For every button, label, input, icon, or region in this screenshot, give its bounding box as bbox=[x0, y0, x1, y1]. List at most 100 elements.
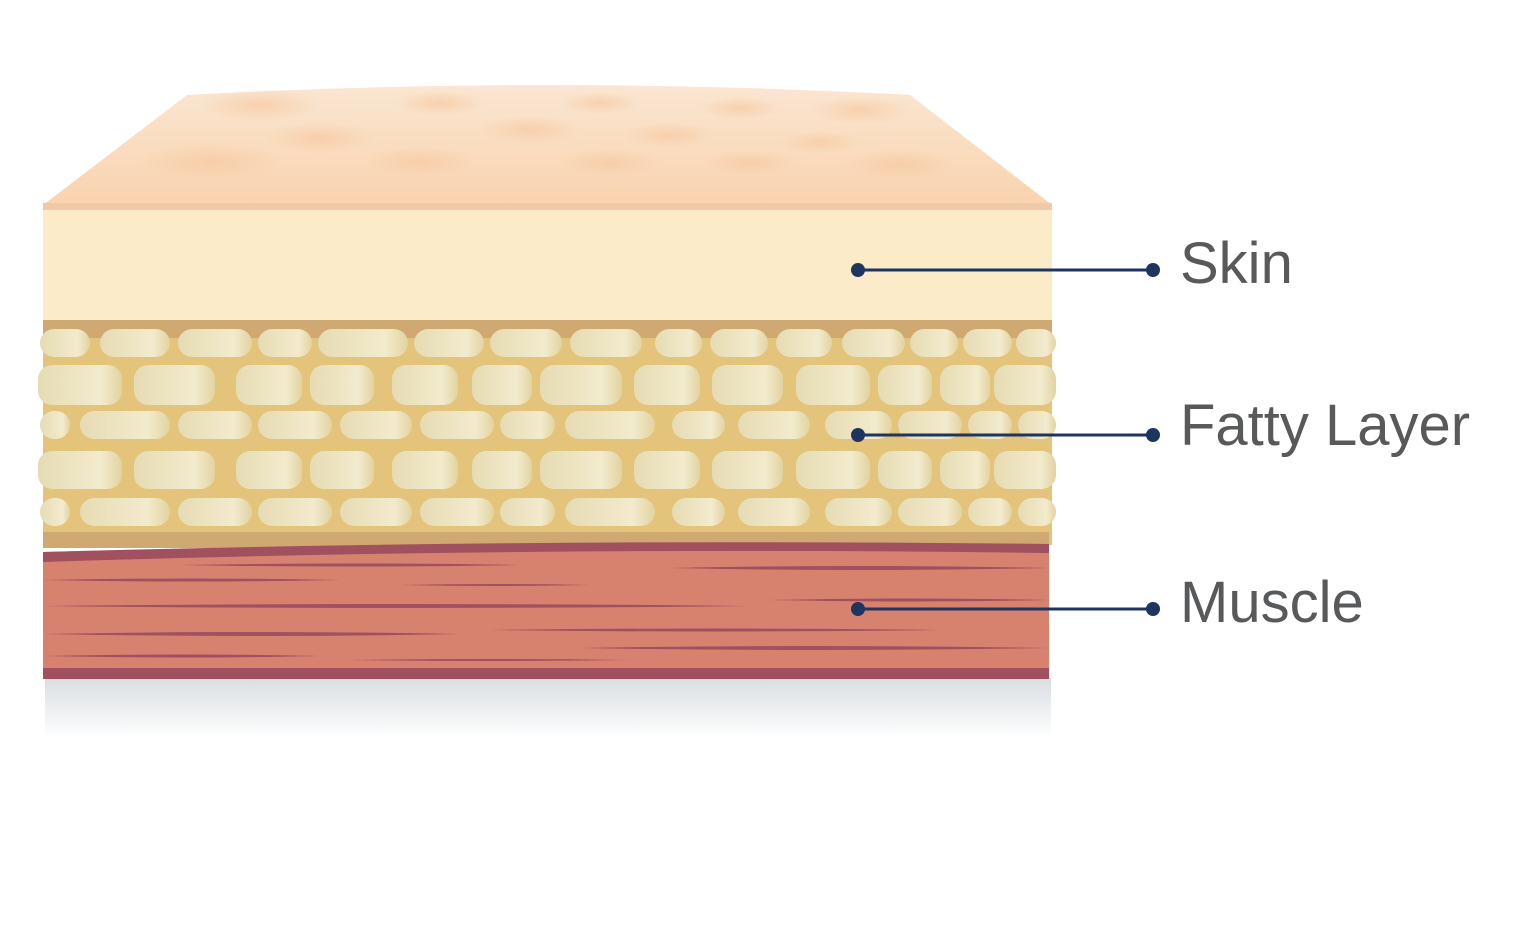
muscle-fiber bbox=[580, 646, 1049, 650]
fat-cell bbox=[40, 329, 90, 357]
fat-cell bbox=[134, 451, 215, 489]
fat-cell bbox=[236, 451, 302, 489]
fat-cell bbox=[500, 411, 555, 439]
label-muscle: Muscle bbox=[851, 570, 1364, 635]
fat-cell bbox=[80, 498, 170, 526]
skin-pore bbox=[140, 142, 280, 182]
label-fatty-layer: Fatty Layer bbox=[851, 393, 1470, 458]
fat-cell bbox=[738, 498, 810, 526]
fat-cell bbox=[672, 411, 725, 439]
fat-cells bbox=[38, 329, 1056, 526]
muscle-top-stripe bbox=[43, 542, 1049, 562]
fat-cell bbox=[710, 329, 768, 357]
fat-cell bbox=[994, 365, 1056, 405]
fat-cell bbox=[825, 411, 892, 439]
fat-cell bbox=[258, 329, 312, 357]
muscle-fibers bbox=[43, 563, 1049, 661]
fat-cell bbox=[796, 365, 870, 405]
fat-cell bbox=[80, 411, 170, 439]
fat-cell bbox=[472, 451, 532, 489]
fat-cell bbox=[310, 365, 374, 405]
fat-cell bbox=[420, 411, 494, 439]
skin-pore bbox=[560, 91, 640, 115]
fat-cell bbox=[340, 411, 412, 439]
muscle-layer bbox=[43, 544, 1049, 678]
label-text: Skin bbox=[1180, 231, 1293, 296]
skin-pore bbox=[625, 122, 715, 148]
skin-pore bbox=[810, 96, 910, 124]
fat-cell bbox=[38, 365, 122, 405]
fat-cell bbox=[634, 451, 700, 489]
fat-cell bbox=[570, 329, 642, 357]
muscle-fiber bbox=[180, 563, 520, 567]
fat-cell bbox=[236, 365, 302, 405]
fat-cell bbox=[178, 411, 252, 439]
fat-cell bbox=[565, 498, 655, 526]
fat-cell bbox=[963, 329, 1012, 357]
label-text: Muscle bbox=[1180, 570, 1364, 635]
fat-cell bbox=[655, 329, 702, 357]
fat-cell bbox=[878, 451, 932, 489]
skin-pore bbox=[480, 116, 580, 144]
skin-pores bbox=[140, 88, 955, 182]
label-text: Fatty Layer bbox=[1180, 393, 1470, 458]
muscle-fiber bbox=[43, 654, 320, 658]
muscle-fiber bbox=[350, 659, 630, 661]
leader-dot bbox=[1146, 602, 1160, 616]
fat-cell bbox=[178, 329, 252, 357]
fat-cell bbox=[472, 365, 532, 405]
fat-cell bbox=[40, 498, 70, 526]
fat-cell bbox=[310, 451, 374, 489]
muscle-fiber bbox=[43, 632, 460, 636]
fat-cell bbox=[940, 451, 990, 489]
fat-cell bbox=[258, 498, 332, 526]
fat-cell bbox=[712, 451, 783, 489]
muscle-fiber bbox=[43, 604, 750, 608]
fat-cell bbox=[540, 365, 622, 405]
muscle-fiber bbox=[670, 566, 1049, 570]
fat-cell bbox=[392, 451, 458, 489]
fat-cell bbox=[898, 498, 962, 526]
fat-cell bbox=[940, 365, 990, 405]
muscle-fiber bbox=[400, 584, 590, 586]
fat-cell bbox=[776, 329, 832, 357]
muscle-bottom-band bbox=[43, 668, 1049, 679]
fat-cell bbox=[796, 451, 870, 489]
fat-cell bbox=[738, 411, 810, 439]
fat-cell bbox=[842, 329, 905, 357]
fat-cell bbox=[414, 329, 484, 357]
fat-cell bbox=[490, 329, 562, 357]
skin-pore bbox=[395, 90, 485, 116]
fat-cell bbox=[565, 411, 655, 439]
fat-cell bbox=[634, 365, 700, 405]
label-skin: Skin bbox=[851, 231, 1293, 296]
skin-pore bbox=[265, 122, 375, 154]
leader-dot bbox=[851, 428, 865, 442]
fat-cell bbox=[968, 498, 1012, 526]
fat-cell bbox=[878, 365, 932, 405]
fat-cell bbox=[500, 498, 555, 526]
skin-layer bbox=[43, 205, 1052, 323]
fat-cell bbox=[340, 498, 412, 526]
skin-pore bbox=[200, 88, 320, 122]
fat-cell bbox=[100, 329, 170, 357]
fat-cell bbox=[178, 498, 252, 526]
fat-cell bbox=[420, 498, 494, 526]
fat-cell bbox=[1018, 498, 1056, 526]
leader-dot bbox=[851, 263, 865, 277]
leader-dot bbox=[1146, 428, 1160, 442]
fat-cell bbox=[898, 411, 962, 439]
fat-cell bbox=[1016, 329, 1056, 357]
skin-pore bbox=[365, 146, 475, 178]
fat-cell bbox=[392, 365, 458, 405]
fat-cell bbox=[1018, 411, 1056, 439]
skin-pore bbox=[845, 149, 955, 181]
fat-cell bbox=[712, 365, 783, 405]
skin-pore bbox=[560, 149, 660, 177]
fat-cell bbox=[825, 498, 892, 526]
fat-cell bbox=[994, 451, 1056, 489]
fat-cell bbox=[672, 498, 725, 526]
block-shadow bbox=[45, 678, 1051, 738]
muscle-fiber bbox=[43, 578, 340, 582]
